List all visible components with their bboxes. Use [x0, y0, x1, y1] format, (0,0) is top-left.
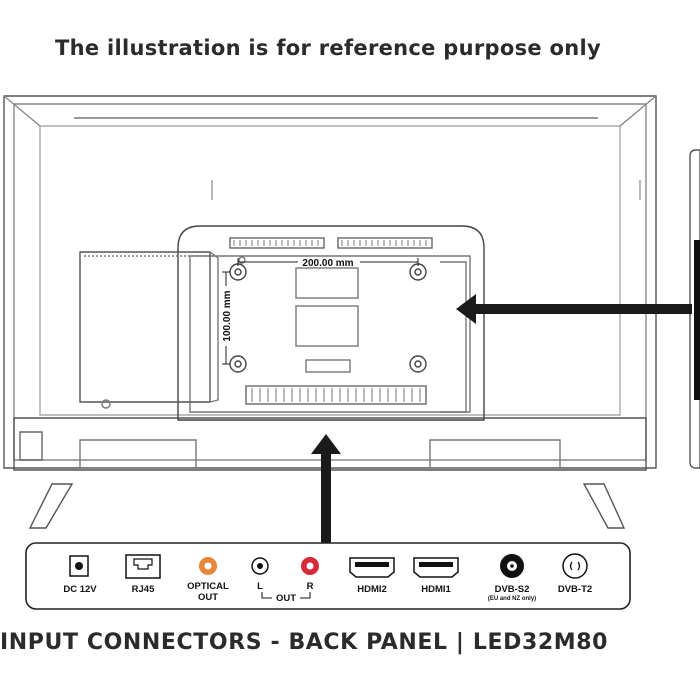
vesa-dimension-lines: [222, 258, 419, 365]
tv-stand-legs: [28, 483, 626, 529]
hdmi2-port: HDMI2: [349, 557, 395, 595]
dvb-t2-label: DVB-T2: [558, 584, 592, 595]
vesa-mounting-holes: [229, 263, 427, 373]
vesa-horizontal-label: 200.00 mm: [302, 258, 353, 269]
disclaimer-heading: The illustration is for reference purpos…: [54, 36, 602, 60]
dvb-t2-port: DVB-T2: [558, 553, 592, 595]
audio-right-label: R: [307, 581, 314, 592]
dc-12v-label: DC 12V: [63, 584, 97, 595]
side-panel-label-strip: [694, 240, 700, 400]
dvb-s2-port: DVB-S2 (EU and NZ only): [488, 554, 536, 602]
audio-out-ports: L R OUT: [251, 557, 319, 604]
optical-out-port: OPTICAL OUT: [187, 557, 229, 603]
hdmi2-label: HDMI2: [357, 584, 387, 595]
hdmi1-port: HDMI1: [413, 557, 459, 595]
audio-out-label: OUT: [276, 593, 296, 604]
dvb-s2-label: DVB-S2: [495, 584, 530, 595]
optical-label-line1: OPTICAL: [187, 581, 229, 592]
dc-12v-port: DC 12V: [63, 555, 97, 595]
audio-left-label: L: [257, 581, 263, 592]
vent-slots: [233, 240, 427, 402]
side-panel-callout: [689, 149, 700, 469]
dvb-s2-note: (EU and NZ only): [488, 596, 536, 602]
power-supply-cover: [79, 251, 246, 409]
arrow-to-side-connectors: [456, 294, 692, 324]
optical-label-line2: OUT: [198, 592, 218, 603]
rear-housing: [177, 225, 485, 421]
rj45-port: RJ45: [125, 554, 161, 595]
rj45-label: RJ45: [132, 584, 155, 595]
connector-panel: [25, 542, 631, 610]
tv-frame: [3, 95, 657, 471]
arrow-to-rear-connectors: [311, 434, 341, 546]
vesa-vertical-label: 100.00 mm: [222, 290, 233, 341]
hdmi1-label: HDMI1: [421, 584, 451, 595]
panel-caption: INPUT CONNECTORS - BACK PANEL | LED32M80: [0, 630, 609, 655]
